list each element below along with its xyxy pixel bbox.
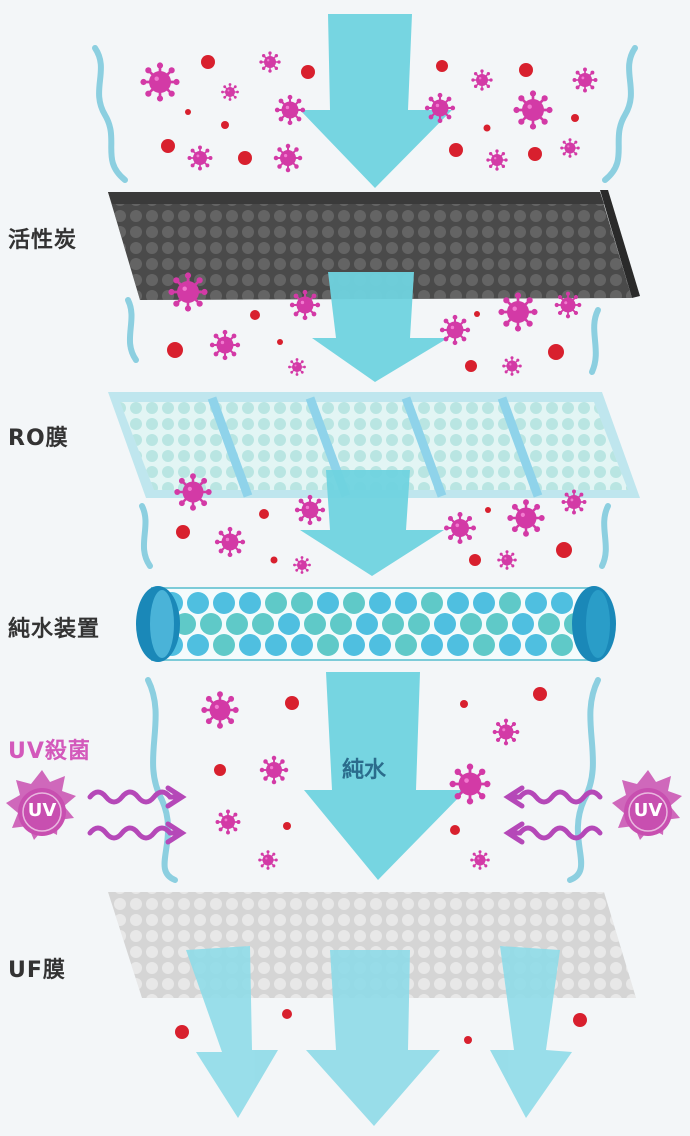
uv-ray-arrow <box>87 785 603 845</box>
label-activated-carbon: 活性炭 <box>8 228 78 253</box>
label-uv-sterilization: UV殺菌 <box>8 739 91 764</box>
arrow-down <box>186 946 572 1126</box>
label-ro-membrane: RO膜 <box>8 426 69 451</box>
wave-line <box>92 45 638 183</box>
label-pure-water-device: 純水装置 <box>8 617 101 642</box>
pure-water-device <box>136 586 616 662</box>
arrow-down <box>300 14 452 188</box>
bacteria-dot <box>161 55 579 165</box>
uv-badge-left: UV <box>27 800 57 821</box>
uv-lamp-icon <box>612 770 682 840</box>
uv-lamp-icon <box>6 770 76 840</box>
activated-carbon-filter <box>108 190 640 300</box>
arrow-down <box>300 470 444 576</box>
label-uf-membrane: UF膜 <box>8 958 66 983</box>
uv-badge-right: UV <box>633 800 663 821</box>
label-pure-water: 純水 <box>342 758 387 783</box>
ro-membrane-filter <box>108 392 640 498</box>
pure-water-arrow <box>304 672 466 880</box>
arrow-down <box>312 272 448 382</box>
